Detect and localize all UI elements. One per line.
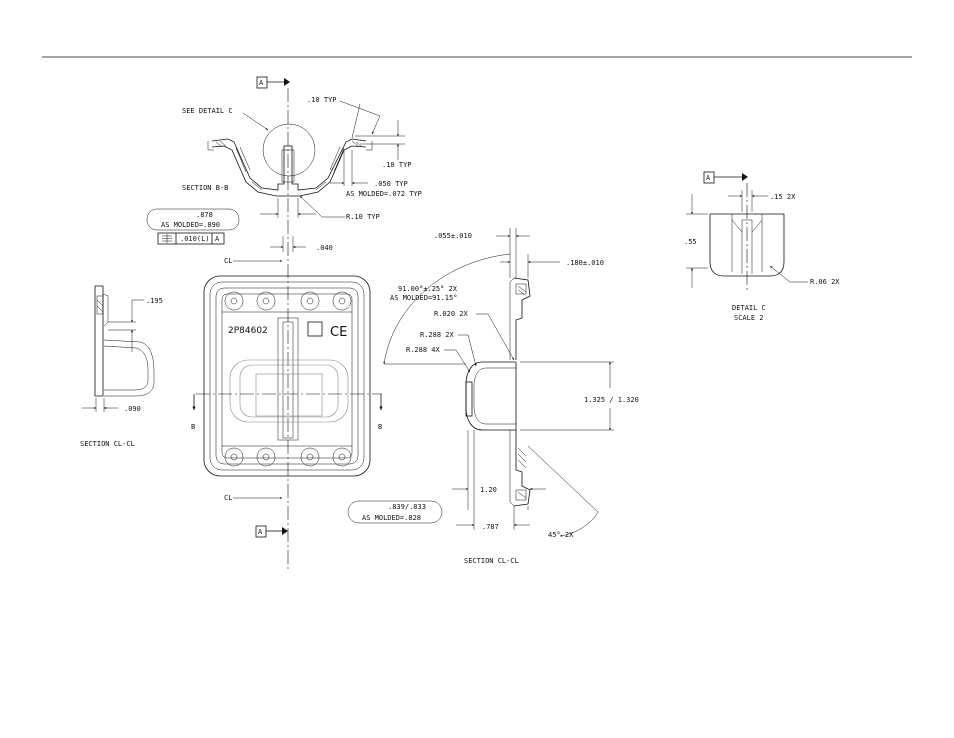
dim-195: .195: [146, 297, 163, 305]
dim-878: .878: [196, 211, 213, 219]
section-clcl-right-view: .055±.010 .180±.010 91.00°±.25° 2X AS MO…: [347, 228, 639, 565]
section-clcl-left-view: .195 .090 SECTION CL-CL: [80, 285, 163, 448]
front-view: .040 CL 2P8460: [191, 236, 383, 538]
dim-839-oval: [347, 500, 443, 524]
screw-bosses-bottom: [224, 447, 352, 467]
section-b-label-right: B: [378, 423, 382, 431]
dim-as-molded-828: AS MOLDED=.828: [362, 514, 421, 522]
dim-055: .055±.010: [434, 232, 472, 240]
fcf-datum: A: [215, 235, 220, 243]
dim-as-molded-072: AS MOLDED=.072 TYP: [346, 190, 422, 198]
datum-a-label-detail: A: [706, 174, 711, 182]
dim-120: 1.20: [480, 486, 497, 494]
dim-839: .839/.833: [388, 503, 426, 511]
dim-787: .787: [482, 523, 499, 531]
section-bb-view: A SEE DETAIL C SECTION B-B .10 TYP .10 T…: [146, 76, 422, 572]
dim-180: .180±.010: [566, 259, 604, 267]
dim-878-oval: [146, 208, 240, 231]
section-bb-title: SECTION B-B: [182, 184, 228, 192]
ce-mark: CE: [330, 325, 347, 340]
dim-r06-2x: R.06 2X: [810, 278, 840, 286]
datum-a-box-top: [256, 76, 268, 89]
datum-a-box-detail: [703, 171, 715, 184]
dim-050-typ: .050 TYP: [374, 180, 408, 188]
datum-a-label-bottom: A: [258, 528, 263, 536]
feature-control-frame: .010(L) A: [157, 232, 225, 245]
cl-label-bottom: CL: [224, 494, 232, 502]
detail-c-view: A .15 2X .55 R.06 2X DETAIL C SCALE 2: [684, 171, 840, 322]
dim-r288-4x: R.288 4X: [406, 346, 441, 354]
dim-45: 45° 2X: [548, 531, 574, 539]
dim-10-typ-top: .10 TYP: [307, 96, 337, 104]
label-box: [307, 321, 323, 337]
section-clcl-title-left: SECTION CL-CL: [80, 440, 135, 448]
dim-040: .040: [316, 244, 333, 252]
cl-label-top: CL: [224, 257, 232, 265]
dim-10-typ-mid: .10 TYP: [382, 161, 412, 169]
dim-15-2x: .15 2X: [770, 193, 796, 201]
detail-c-scale: SCALE 2: [734, 314, 764, 322]
datum-a-box-bottom: [255, 525, 267, 538]
datum-a-label-top: A: [259, 79, 264, 87]
dim-55: .55: [684, 238, 697, 246]
dim-angle: 91.00°±.25° 2X: [398, 285, 458, 293]
dim-1325: 1.325 / 1.320: [584, 396, 639, 404]
dim-090: .090: [124, 405, 141, 413]
section-clcl-title-right: SECTION CL-CL: [464, 557, 519, 565]
dim-angle-as-molded: AS MOLDED=91.15°: [390, 294, 457, 302]
dim-r020: R.020 2X: [434, 310, 469, 318]
detail-c-title: DETAIL C: [732, 304, 766, 312]
dim-r10-typ: R.10 TYP: [346, 213, 380, 221]
dim-as-molded-890: AS MOLDED=.890: [161, 221, 220, 229]
see-detail-c-label: SEE DETAIL C: [182, 107, 233, 115]
screw-bosses-top: [224, 291, 352, 311]
dim-r288-2x: R.288 2X: [420, 331, 455, 339]
fcf-tolerance: .010(L): [180, 235, 210, 243]
part-number-label: 2P84602: [228, 326, 268, 336]
section-b-label-left: B: [191, 423, 195, 431]
detail-c-circle: [262, 123, 316, 177]
